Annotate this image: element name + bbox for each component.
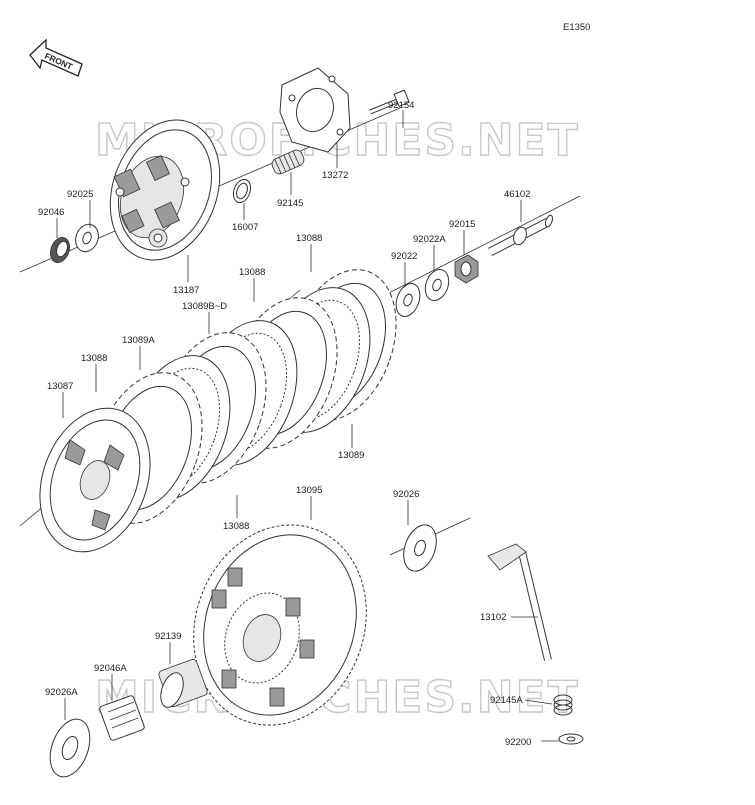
pressure-plate-13187 (19, 107, 401, 273)
label-13089: 13089 (338, 450, 364, 461)
spring-92145 (271, 149, 305, 175)
clutch-housing-13095 (193, 524, 367, 726)
label-92025: 92025 (67, 189, 93, 200)
spring-92145A (553, 694, 573, 716)
label-92026: 92026 (393, 489, 419, 500)
axis-line-pusher (384, 195, 581, 296)
label-13088-b: 13088 (239, 267, 265, 278)
label-13088-a: 13088 (296, 233, 322, 244)
label-92145A: 92145A (490, 695, 523, 706)
nut-92015 (454, 254, 479, 284)
leader-lines (56, 110, 560, 742)
diagram-code: E1350 (563, 22, 590, 33)
label-92026A: 92026A (45, 687, 78, 698)
needle-bearing-92046A (99, 695, 145, 741)
label-92046: 92046 (38, 207, 64, 218)
bolt-92154 (369, 89, 410, 115)
label-92154: 92154 (388, 100, 414, 111)
needle-bearing-92046 (50, 237, 70, 263)
label-92139: 92139 (155, 631, 181, 642)
washer-92022 (395, 283, 421, 317)
washer-92200 (558, 733, 584, 745)
washer-92026A (49, 718, 91, 778)
spring-plate-13272 (279, 67, 351, 153)
label-92022A: 92022A (413, 234, 446, 245)
label-92022: 92022 (391, 251, 417, 262)
label-46102: 46102 (504, 189, 530, 200)
label-13087: 13087 (47, 381, 73, 392)
circlip-16007 (232, 178, 252, 204)
front-arrow-icon: FRONT (29, 38, 83, 77)
label-13102: 13102 (480, 612, 506, 623)
clutch-hub-13087 (39, 407, 151, 553)
label-13088-d: 13088 (223, 521, 249, 532)
label-13095: 13095 (296, 485, 322, 496)
label-13272: 13272 (322, 170, 348, 181)
release-shaft-13102 (487, 543, 552, 661)
label-92200: 92200 (505, 737, 531, 748)
label-16007: 16007 (232, 222, 258, 233)
washer-92025 (75, 223, 99, 253)
label-13089B-D: 13089B~D (182, 301, 227, 312)
washer-92026 (403, 524, 437, 572)
sleeve-92139 (158, 659, 208, 708)
label-13089A: 13089A (122, 335, 155, 346)
washer-92022A (424, 269, 450, 301)
pusher-46102 (487, 214, 553, 256)
label-92145: 92145 (277, 198, 303, 209)
label-13187: 13187 (173, 285, 199, 296)
label-92046A: 92046A (94, 663, 127, 674)
part-labels: 92154 13272 92145 16007 92025 92046 1318… (38, 100, 531, 748)
label-92015: 92015 (449, 219, 475, 230)
label-13088-c: 13088 (81, 353, 107, 364)
